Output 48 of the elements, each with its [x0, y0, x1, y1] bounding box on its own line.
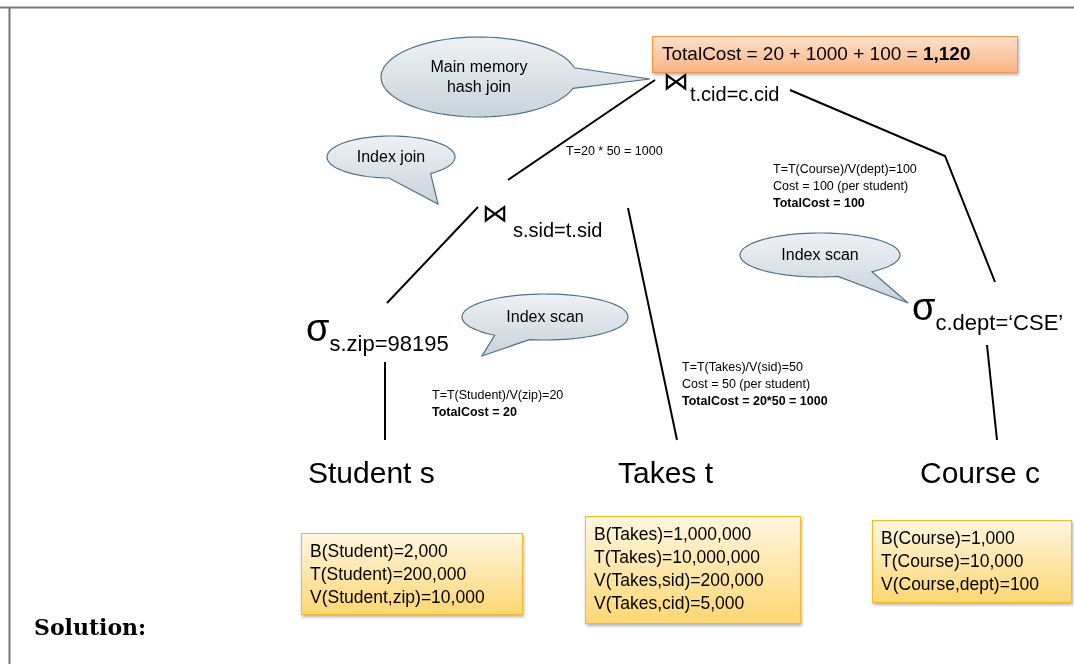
relation-name: Student s — [308, 458, 435, 488]
speech-bubble — [326, 135, 456, 207]
statistics-box — [585, 516, 801, 624]
cost-annotation: TotalCost = 20*50 = 1000 — [682, 394, 828, 408]
tree-edge — [627, 207, 678, 441]
join-condition: t.cid=c.cid — [690, 84, 780, 104]
statistic-text: V(Takes,sid)=200,000 — [594, 569, 764, 592]
statistic-text: V(Takes,cid)=5,000 — [594, 592, 745, 615]
statistic-text: B(Student)=2,000 — [310, 540, 448, 563]
tree-edge — [507, 79, 656, 181]
total-cost-box — [652, 36, 1018, 73]
solution-heading: Solution: — [34, 614, 147, 640]
tree-edge — [384, 361, 386, 441]
join-condition: s.sid=t.sid — [513, 220, 603, 240]
speech-bubble — [380, 36, 652, 120]
join-symbol: ⋈ — [663, 68, 689, 94]
statistic-text: T(Takes)=10,000,000 — [594, 546, 760, 569]
selection-operator: σ$_{c.dept=‘CSE’}$ — [912, 288, 1064, 334]
statistic-text: V(Student,zip)=10,000 — [310, 586, 485, 609]
speech-bubble — [739, 232, 911, 306]
statistic-text: B(Course)=1,000 — [881, 527, 1015, 550]
cost-annotation: T=T(Student)/V(zip)=20 — [432, 388, 564, 402]
join-symbol: ⋈ — [482, 200, 508, 226]
bubble-text: Main memory hash join — [429, 57, 529, 97]
bubble-text: Index scan — [780, 245, 860, 265]
statistic-text: V(Course,dept)=100 — [881, 573, 1040, 596]
cost-annotation: Cost = 100 (per student) — [773, 179, 909, 193]
statistic-text: B(Takes)=1,000,000 — [594, 523, 752, 546]
bubble-text: Index scan — [505, 307, 585, 327]
tree-edge — [386, 206, 479, 304]
bubble-text: Index join — [355, 147, 427, 167]
cost-annotation: TotalCost = 100 — [773, 196, 865, 210]
cost-annotation: T=T(Takes)/V(sid)=50 — [682, 360, 803, 374]
cost-annotation: TotalCost = 20 — [432, 405, 517, 419]
cost-annotation: T=T(Course)/V(dept)=100 — [773, 162, 917, 176]
tree-edge — [986, 344, 998, 441]
statistic-text: T(Course)=10,000 — [881, 550, 1024, 573]
tree-edge — [789, 89, 996, 283]
statistics-box — [872, 520, 1072, 603]
cost-annotation: T=20 * 50 = 1000 — [566, 144, 663, 158]
total-cost-text: TotalCost = 20 + 1000 + 100 = 1,120 — [662, 43, 971, 65]
cost-annotation: Cost = 50 (per student) — [682, 377, 811, 391]
statistic-text: T(Student)=200,000 — [310, 563, 467, 586]
speech-bubble — [461, 293, 629, 359]
relation-name: Course c — [920, 458, 1041, 488]
relation-name: Takes t — [618, 458, 714, 488]
selection-operator: σ$_{s.zip=98195}$ — [306, 309, 449, 355]
statistics-box — [301, 533, 523, 615]
